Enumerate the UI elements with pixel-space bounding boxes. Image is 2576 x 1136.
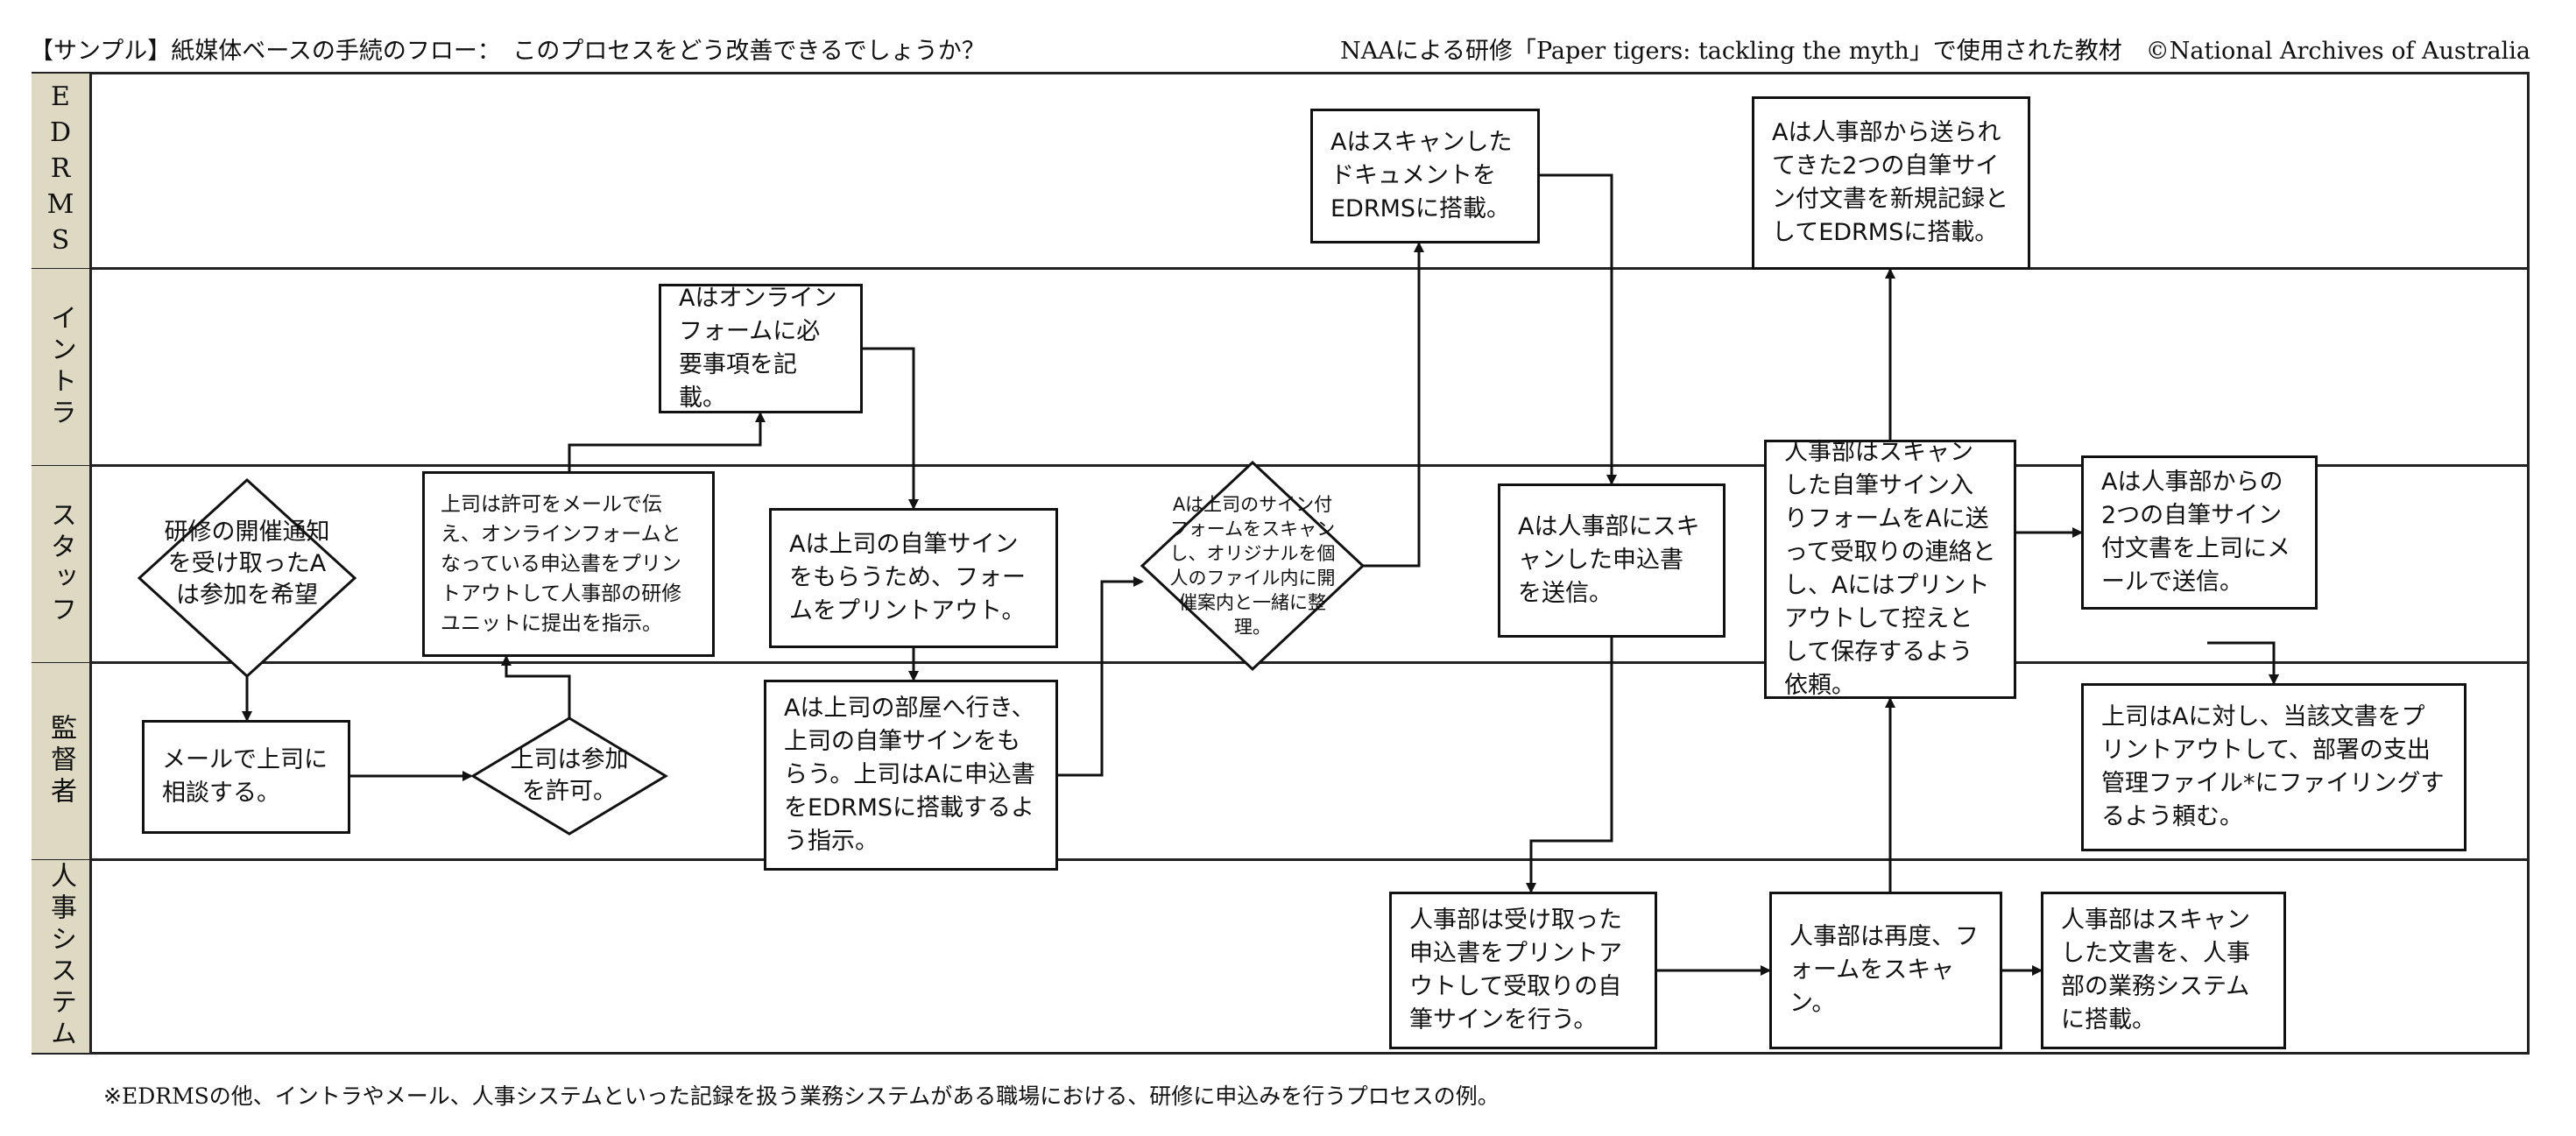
lane-divider bbox=[32, 858, 2530, 861]
step-boss-file: 上司はAに対し、当該文書をプリントアウトして、部署の支出管理ファイル*にファイリ… bbox=[2081, 683, 2467, 851]
decision-want-text: 研修の開催通知を受け取ったAは参加を希望 bbox=[164, 519, 330, 609]
step-online-form: Aはオンラインフォームに必要事項を記載。 bbox=[659, 284, 863, 413]
step-visit-boss: Aは上司の部屋へ行き、上司の自筆サインをもらう。上司はAに申込書をEDRMSに搭… bbox=[764, 680, 1058, 871]
lane-divider bbox=[32, 464, 2530, 467]
decision-scan-text: Aは上司のサイン付フォームをスキャンし、オリジナルを個人のファイル内に開催案内と… bbox=[1169, 494, 1336, 638]
credit-line: NAAによる研修「Paper tigers: tackling the myth… bbox=[1340, 38, 2530, 65]
step-edrms-upload: AはスキャンしたドキュメントをEDRMSに搭載。 bbox=[1310, 109, 1540, 243]
step-hr-system: 人事部はスキャンした文書を、人事部の業務システムに搭載。 bbox=[2041, 892, 2286, 1049]
lane-label-hr-system: 人事システム bbox=[32, 860, 92, 1053]
arrow-instruct-to-online bbox=[568, 412, 766, 471]
decision-scan-diamond bbox=[1140, 460, 1366, 672]
step-mail-boss: Aは人事部からの2つの自筆サイン付文書を上司にメールで送信。 bbox=[2081, 455, 2318, 610]
step-consult: メールで上司に相談する。 bbox=[142, 720, 350, 834]
diagram-title: 【サンプル】紙媒体ベースの手続のフロー： このプロセスをどう改善できるでしょうか… bbox=[30, 38, 985, 65]
arrow-visit-to-scan bbox=[1058, 576, 1144, 777]
lane-label-staff: スタッフ bbox=[32, 466, 92, 662]
lane-divider bbox=[32, 267, 2530, 270]
step-hr-rescan: 人事部は再度、フォームをスキャン。 bbox=[1769, 892, 2002, 1049]
arrow-scan-to-edrms bbox=[1363, 242, 1424, 568]
lane-label-supervisor: 監督者 bbox=[32, 663, 92, 859]
arrow-edrms-to-sendhr bbox=[1540, 173, 1617, 485]
step-hr-print: 人事部は受け取った申込書をプリントアウトして受取りの自筆サインを行う。 bbox=[1389, 892, 1657, 1049]
lane-label-intra: イントラ bbox=[32, 269, 92, 465]
decision-permit-text: 上司は参加を許可。 bbox=[510, 746, 629, 805]
arrow-permit-to-instruct bbox=[501, 655, 571, 718]
arrow-mailboss-to-bossfile bbox=[2207, 641, 2279, 685]
step-hr-notify: 人事部はスキャンした自筆サイン入りフォームをAに送って受取りの連絡とし、Aにはプ… bbox=[1764, 439, 2016, 699]
lane-divider bbox=[32, 661, 2530, 664]
arrow-sendhr-to-hrprint bbox=[1526, 638, 1613, 893]
step-send-hr: Aは人事部にスキャンした申込書を送信。 bbox=[1498, 483, 1726, 638]
step-print-form: Aは上司の自筆サインをもらうため、フォームをプリントアウト。 bbox=[769, 508, 1058, 648]
step-edrms-new-record: Aは人事部から送られてきた2つの自筆サイン付文書を新規記録としてEDRMSに搭載… bbox=[1752, 96, 2030, 270]
step-instruct: 上司は許可をメールで伝え、オンラインフォームとなっている申込書をプリントアウトし… bbox=[422, 471, 715, 657]
decision-permit-diamond bbox=[470, 716, 668, 836]
lane-label-edrms: EDRMS bbox=[32, 74, 92, 268]
arrow-online-to-print bbox=[863, 347, 919, 510]
footnote: ※EDRMSの他、イントラやメール、人事システムといった記録を扱う業務システムが… bbox=[103, 1083, 1500, 1109]
